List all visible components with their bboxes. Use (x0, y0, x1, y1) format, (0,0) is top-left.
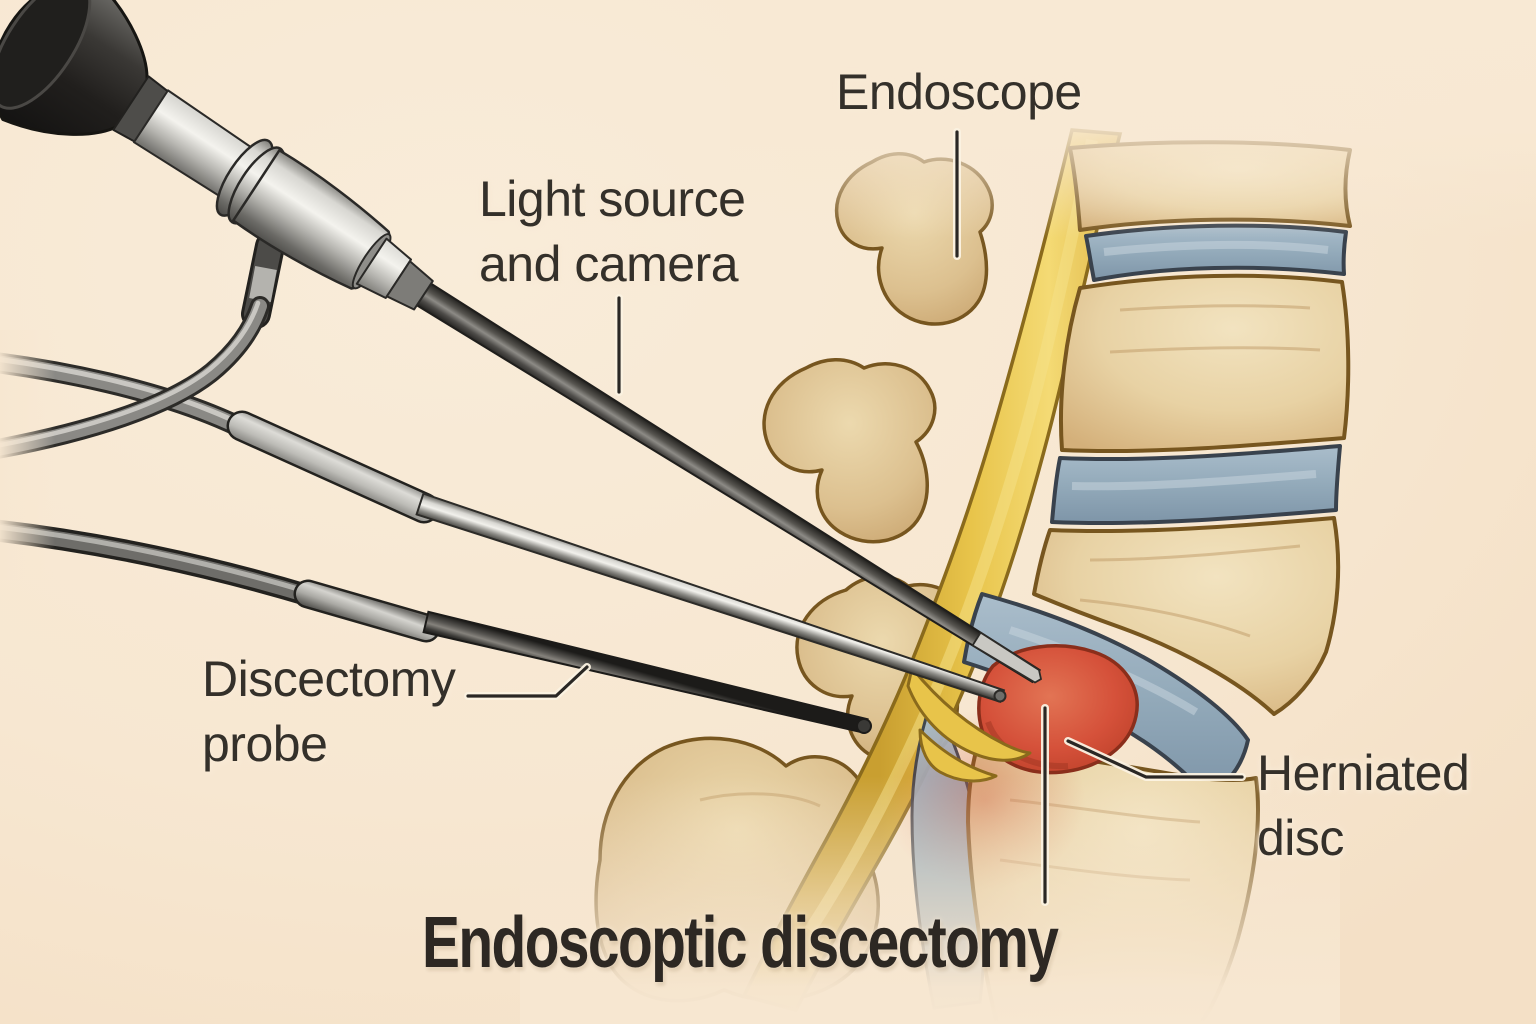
light-camera-rod-tip (993, 689, 1007, 703)
endoscope-body (0, 0, 434, 311)
instruments (0, 0, 1043, 734)
light-camera-connector-metal (229, 413, 437, 521)
label-discectomy-probe: Discectomy probe (202, 651, 456, 772)
endoscope-branch-sleeve (249, 265, 277, 303)
endoscope-step-1 (355, 237, 413, 300)
endoscope-eyepiece-rim (0, 0, 92, 110)
label-herniated-disc: Herniated disc (1257, 745, 1470, 866)
label-endoscope: Endoscope (836, 64, 1082, 120)
illustration-title: Endoscoptic discectomy (422, 903, 1059, 983)
fade-top (730, 0, 1536, 238)
vertebra-2 (1058, 273, 1351, 454)
discectomy-probe-connector-metal (296, 582, 438, 640)
endoscope-shaft-tip (971, 631, 1043, 684)
endoscope-light-cable (0, 296, 270, 459)
label-light-source-camera: Light source and camera (479, 171, 746, 292)
nerve-roots (906, 666, 1032, 783)
fade-left-cables (0, 330, 55, 580)
leader-lines (464, 128, 1246, 906)
light-camera-rod (415, 492, 1006, 703)
articular-process-2 (762, 358, 937, 544)
vertebra-3 (1032, 516, 1341, 716)
fade-bottom (520, 776, 1340, 1024)
endoscope-step-2 (385, 260, 434, 311)
leader-herniated-disc (1066, 739, 1244, 779)
leader-discectomy-probe (466, 665, 589, 698)
discectomy-probe-tip (856, 718, 872, 734)
